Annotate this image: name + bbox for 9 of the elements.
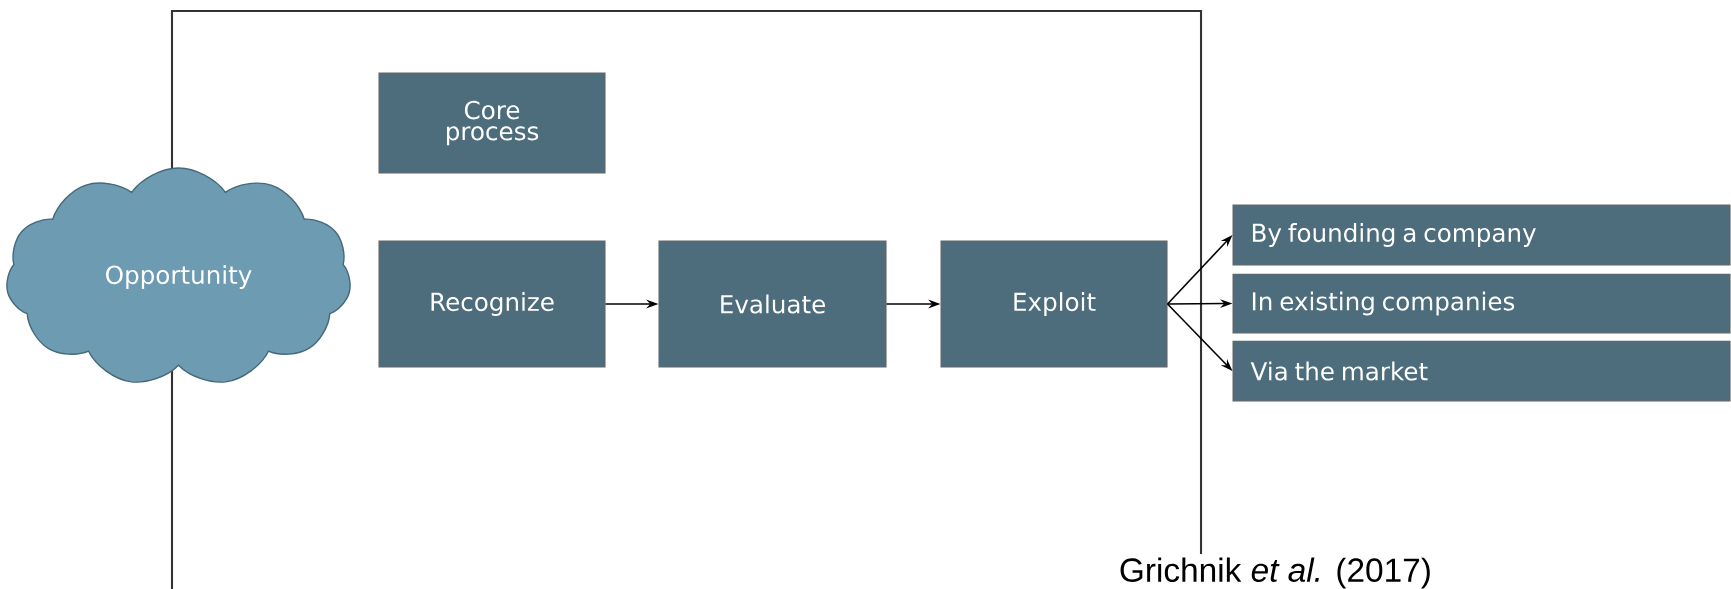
process-box: Recognize	[378, 240, 606, 368]
process-box: Core process	[378, 72, 606, 174]
citation: Grichnik et al. (2017)	[1115, 553, 1436, 589]
opportunity-cloud: Opportunity	[6, 167, 351, 383]
process-box: Evaluate	[658, 240, 887, 368]
outcome-box: In existing companies	[1232, 273, 1731, 334]
outcome-box: By founding a company	[1232, 204, 1731, 266]
process-box: Exploit	[940, 240, 1168, 368]
outcome-box: Via the market	[1232, 340, 1731, 402]
